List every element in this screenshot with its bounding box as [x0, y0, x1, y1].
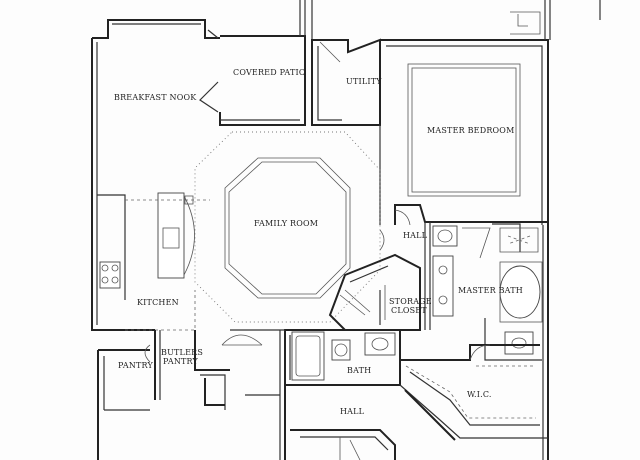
hall-bath-cluster — [394, 204, 548, 361]
door-swings — [144, 41, 491, 363]
label-family-room: FAMILY ROOM — [254, 219, 318, 228]
label-covered-patio: COVERED PATIO — [233, 68, 306, 77]
room-labels: COVERED PATIO BREAKFAST NOOK UTILITY MAS… — [114, 68, 523, 416]
kitchen-island — [157, 192, 185, 279]
label-kitchen: KITCHEN — [137, 298, 179, 307]
label-utility: UTILITY — [346, 77, 382, 86]
storage-closet — [328, 253, 421, 331]
master-bedroom-ceiling — [407, 63, 521, 197]
kitchen-area — [97, 192, 210, 331]
lower-bath — [284, 329, 401, 386]
label-master-bedroom: MASTER BEDROOM — [427, 126, 514, 135]
range — [99, 261, 121, 289]
label-pantry: PANTRY — [118, 361, 154, 370]
label-breakfast-nook: BREAKFAST NOOK — [114, 93, 197, 102]
exterior-walls — [91, 0, 601, 460]
label-hall-upper: HALL — [403, 231, 428, 240]
label-bath: BATH — [347, 366, 371, 375]
label-master-bath: MASTER BATH — [458, 286, 523, 295]
label-hall-lower: HALL — [340, 407, 365, 416]
pantry-area — [97, 329, 285, 460]
family-room-ceiling — [194, 131, 381, 323]
label-wic: W.I.C. — [467, 390, 492, 399]
nook-doors — [199, 29, 219, 113]
lower-hall — [279, 330, 396, 460]
label-storage: STORAGE — [389, 297, 432, 306]
tub — [291, 331, 325, 381]
label-butlers-pantry: PANTRY — [163, 357, 199, 366]
label-closet: CLOSET — [391, 306, 427, 315]
label-butlers: BUTLERS — [161, 348, 203, 357]
